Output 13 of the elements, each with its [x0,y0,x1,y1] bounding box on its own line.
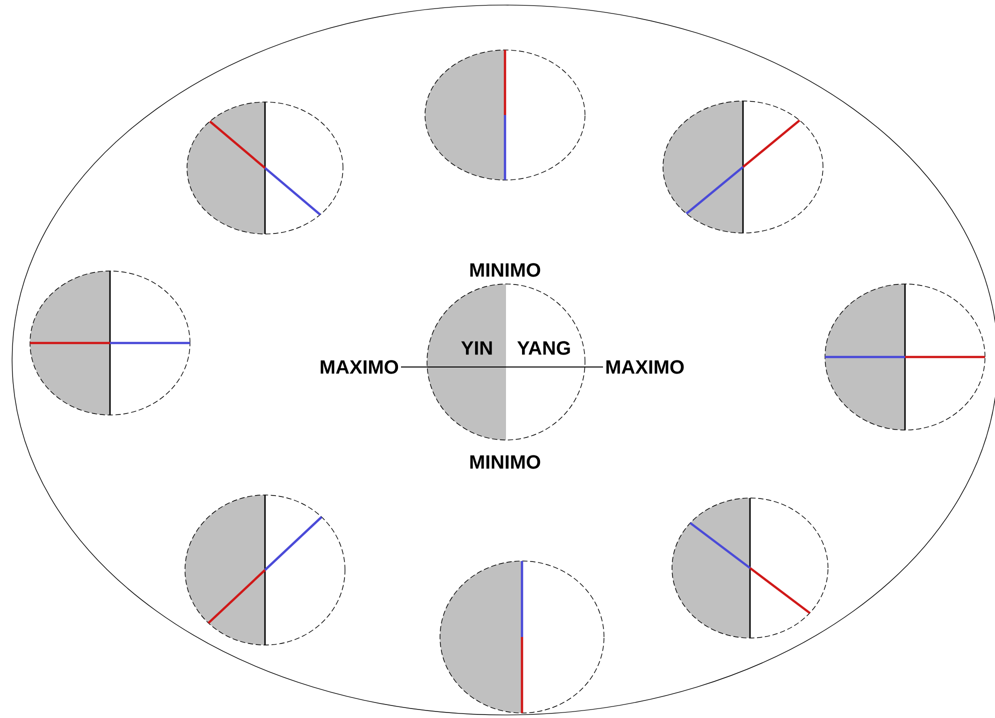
half-shaded-circle [30,270,190,416]
half-shaded-circle [672,498,828,638]
half-shaded-circle [440,560,604,714]
circle-label: YIN [461,341,492,355]
yin-yang-circle [426,284,586,440]
half-shaded-circle [184,494,346,646]
axis-label: MAXIMO [606,360,684,374]
axis-label: MAXIMO [320,360,398,374]
circle-label: YANG [517,341,570,355]
half-shaded-circle [662,100,824,234]
half-shaded-circle [824,284,986,430]
half-shaded-circle [424,50,586,180]
half-shaded-circle [186,102,344,234]
